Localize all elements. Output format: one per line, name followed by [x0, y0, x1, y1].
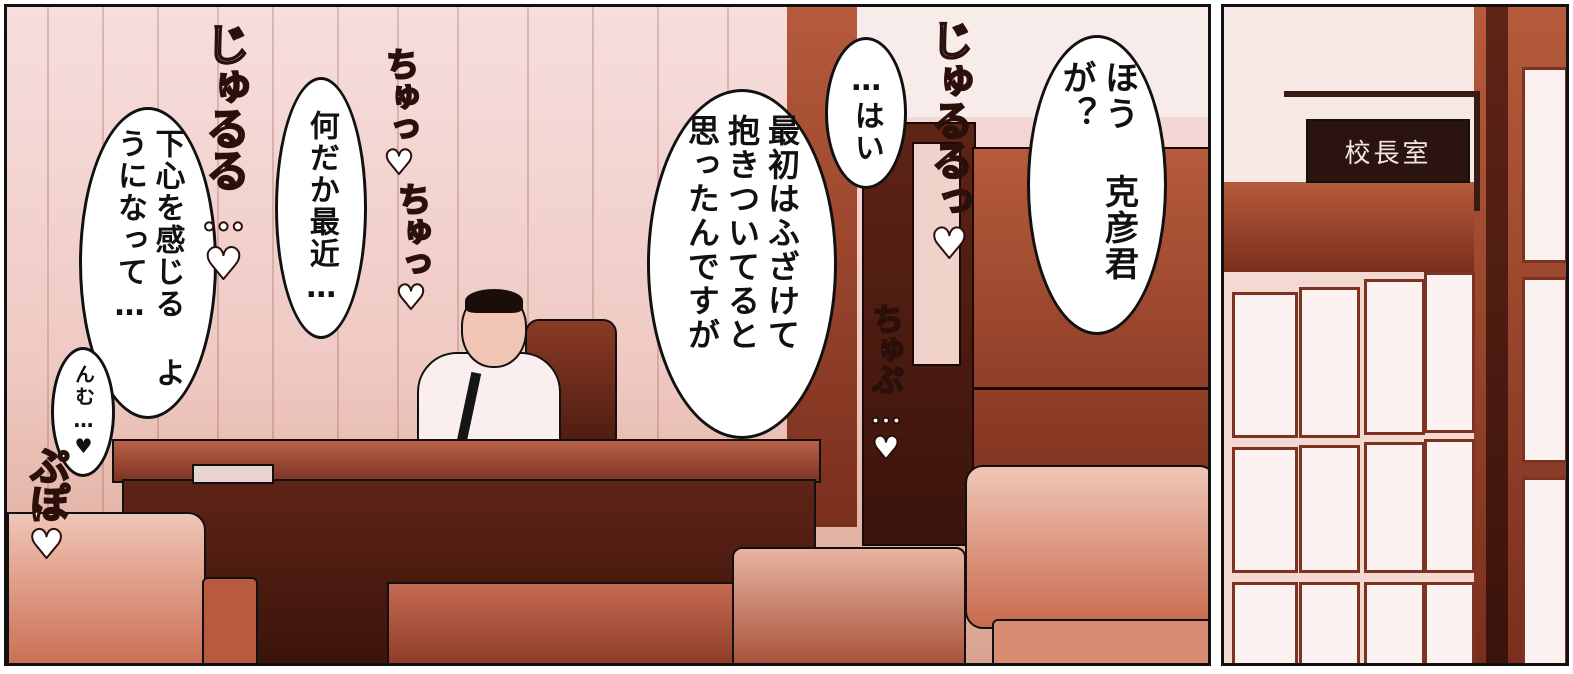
- speech-text-shitagokoro: 下心を感じる ようになって…: [112, 128, 185, 389]
- door-glass-6: [1299, 445, 1360, 573]
- speech-text-saisho: 最初はふざけて 抱きついてると 思ったんですが: [683, 114, 801, 352]
- door-glass-9: [1232, 582, 1298, 663]
- principal-office-sign: 校長室: [1306, 119, 1470, 183]
- cabinet-divider: [972, 387, 1208, 390]
- speech-text-hou: ほう 克彦君が？: [1056, 60, 1139, 282]
- door-glass-2: [1299, 287, 1360, 438]
- speech-text-nmu: んむ…♥: [71, 364, 96, 460]
- speech-bubble-nandaka: 何だか最近…: [275, 77, 367, 339]
- bookcase-glass: [912, 142, 961, 366]
- sfx-juru-top: じゅるるっ♥: [924, 18, 975, 267]
- speech-bubble-hou: ほう 克彦君が？: [1027, 35, 1167, 335]
- speech-text-hai: …はい: [848, 62, 884, 164]
- sfx-chupu-right: ちゅぷ…♥: [866, 302, 906, 466]
- door-pillar-shadow: [1486, 7, 1508, 663]
- principal-body: [417, 352, 561, 456]
- door-glass-7: [1364, 442, 1425, 573]
- sfx-chu-top: ちゅっ♥: [378, 46, 420, 182]
- side-window-3: [1522, 477, 1566, 663]
- panel-door: 校長室: [1221, 4, 1569, 666]
- speech-text-nandaka: 何だか最近…: [303, 109, 339, 307]
- sofa-left: [7, 512, 206, 663]
- wall-upper: [857, 7, 1208, 117]
- speech-bubble-hai: …はい: [825, 37, 907, 189]
- side-window-2: [1522, 277, 1566, 463]
- desk-item: [192, 464, 274, 484]
- door-glass-4: [1424, 272, 1475, 433]
- sofa-right-arm: [732, 547, 966, 663]
- side-window-1: [1522, 67, 1566, 263]
- door-glass-5: [1232, 447, 1298, 573]
- sign-bracket-post: [1474, 91, 1480, 211]
- sofa-right-back: [965, 465, 1208, 629]
- door-glass-11: [1364, 582, 1425, 663]
- sfx-pupo-left: ぷぽ♥: [22, 444, 71, 567]
- door-glass-8: [1424, 439, 1475, 573]
- door-glass-10: [1299, 582, 1360, 663]
- sign-bracket: [1284, 91, 1480, 97]
- sofa-left-arm: [202, 577, 258, 663]
- speech-bubble-shitagokoro: 下心を感じる ようになって…: [79, 107, 217, 419]
- door-glass-12: [1424, 582, 1475, 663]
- sfx-juru-left: じゅるる…♥: [197, 21, 250, 289]
- door-glass-3: [1364, 279, 1425, 435]
- speech-bubble-saisho: 最初はふざけて 抱きついてると 思ったんですが: [647, 89, 837, 439]
- sofa-right-seat: [992, 619, 1208, 663]
- door-frame-top: [1224, 182, 1474, 272]
- door-glass-1: [1232, 292, 1298, 438]
- sfx-chu-mid: ちゅっ♥: [390, 181, 432, 317]
- panel-office: ほう 克彦君が？ …はい 最初はふざけて 抱きついてると 思ったんですが 何だか…: [4, 4, 1211, 666]
- speech-bubble-nmu: んむ…♥: [51, 347, 115, 477]
- principal-hair: [465, 289, 523, 313]
